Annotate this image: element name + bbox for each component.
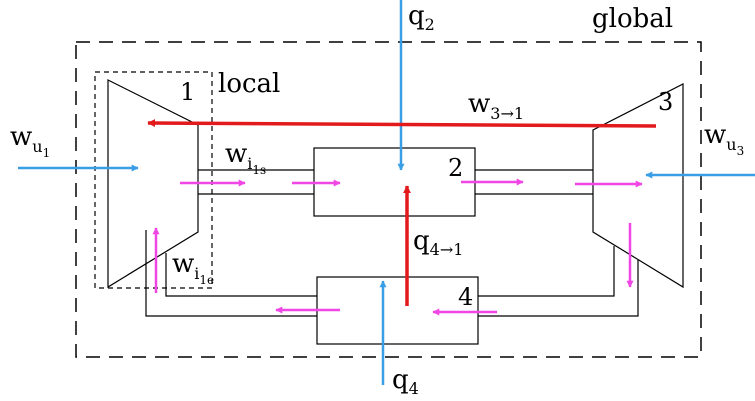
label-wu1: wu1: [10, 122, 50, 160]
label-q2: q2: [408, 1, 435, 34]
blue-arrows: [18, 0, 755, 385]
label-wi1s: wi1s: [225, 139, 266, 177]
label-wu3: wu3: [704, 120, 744, 158]
red-arrows: [147, 119, 657, 306]
label-q4: q4: [392, 365, 419, 396]
w31-arrow: [147, 119, 657, 128]
component-4-box: [316, 276, 479, 345]
label-q4-to-1: q4→1: [413, 226, 463, 259]
magenta-arrows: [152, 178, 643, 316]
component-4-number: 4: [458, 283, 473, 311]
pipes: [145, 169, 639, 317]
global-label: global: [592, 4, 673, 34]
component-1-shape: [107, 79, 199, 289]
label-w3-to-1: w3→1: [468, 89, 524, 123]
local-label: local: [218, 69, 280, 99]
local-boundary: [94, 71, 213, 289]
global-boundary: [75, 41, 702, 358]
component-3-shape: [592, 83, 684, 289]
component-3-number: 3: [658, 88, 673, 116]
label-wi1e: wi1e: [172, 249, 214, 287]
component-2-number: 2: [448, 154, 463, 182]
component-1-number: 1: [180, 78, 195, 106]
